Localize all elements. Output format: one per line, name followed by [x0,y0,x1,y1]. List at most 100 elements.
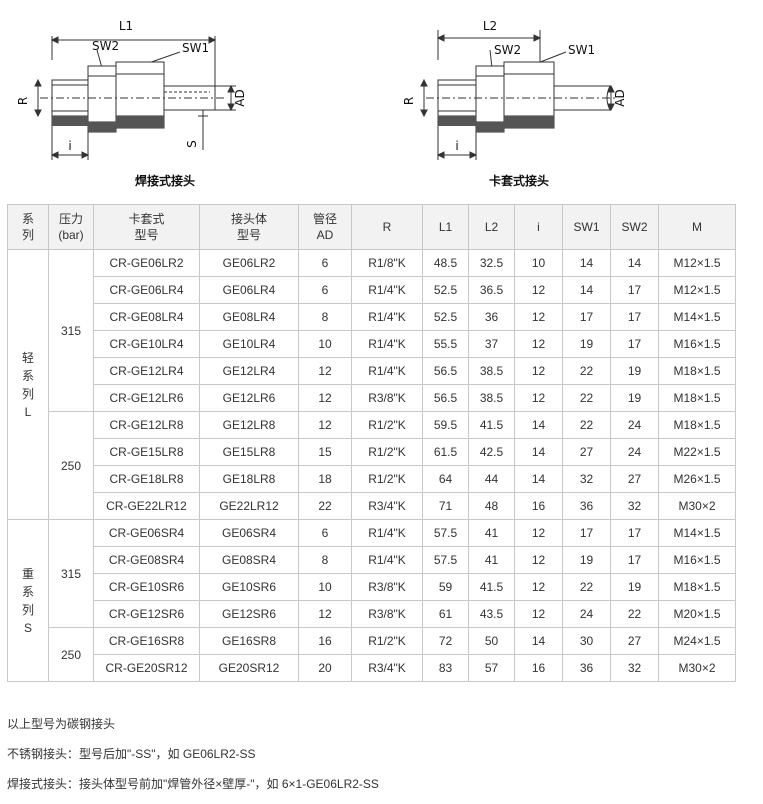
table-cell: 14 [514,465,563,493]
table-cell: CR-GE12LR6 [93,384,200,412]
header-cell: SW2 [610,204,659,250]
table-cell: GE08LR4 [199,303,299,331]
l2-label: L2 [483,19,497,33]
header-cell: L1 [422,204,469,250]
table-cell: R1/8"K [351,249,423,277]
r-label: R [402,97,416,105]
table-cell: 64 [422,465,469,493]
table-cell: 52.5 [422,303,469,331]
table-cell: 12 [514,303,563,331]
table-cell: CR-GE06LR4 [93,276,200,304]
table-cell: 14 [514,627,563,655]
table-cell: CR-GE12LR8 [93,411,200,439]
ferrule-fitting-drawing: L2 SW2 SW1 R AD i [402,19,627,160]
i-label: i [68,139,71,153]
header-text: i [537,220,540,234]
header-cell: SW1 [562,204,611,250]
welded-fitting-figure: L1 SW2 SW1 R AD i S [0,0,260,195]
table-cell: 41 [468,519,515,547]
table-cell: 19 [610,573,659,601]
table-cell: GE22LR12 [199,492,299,520]
series-text: 系 [21,368,34,383]
table-cell: 16 [298,627,352,655]
welded-fitting-caption: 焊接式接头 [135,174,196,188]
table-cell: M18×1.5 [658,573,736,601]
table-cell: M30×2 [658,654,736,682]
table-cell: 38.5 [468,357,515,385]
table-cell: 12 [514,384,563,412]
series-text: 列 [21,602,34,617]
table-cell: GE16SR8 [199,627,299,655]
table-cell: 20 [298,654,352,682]
table-cell: 59.5 [422,411,469,439]
table-cell: 56.5 [422,384,469,412]
series-text: 系 [21,584,34,599]
table-cell: 15 [298,438,352,466]
series-text: 轻 [21,350,34,365]
header-text: 列 [21,228,34,242]
table-cell: 19 [610,357,659,385]
table-cell: CR-GE16SR8 [93,627,200,655]
table-cell: 17 [562,303,611,331]
table-cell: 17 [562,519,611,547]
table-cell: CR-GE15LR8 [93,438,200,466]
table-cell: R3/8"K [351,573,423,601]
table-cell: GE06SR4 [199,519,299,547]
table-cell: 22 [610,600,659,628]
table-cell: 12 [298,411,352,439]
table-cell: CR-GE22LR12 [93,492,200,520]
table-cell: 59 [422,573,469,601]
table-cell: 36 [562,492,611,520]
table-cell: 22 [562,357,611,385]
table-cell: 8 [298,303,352,331]
series-text: S [23,620,32,635]
table-cell: 17 [610,276,659,304]
table-cell: 10 [514,249,563,277]
table-cell: 10 [298,573,352,601]
table-cell: M16×1.5 [658,546,736,574]
table-cell: 61 [422,600,469,628]
table-cell: 10 [298,330,352,358]
table-cell: 19 [562,546,611,574]
table-cell: GE12LR8 [199,411,299,439]
table-cell: 12 [514,600,563,628]
pressure-cell: 315 [48,519,94,628]
table-cell: M26×1.5 [658,465,736,493]
table-cell: R3/4"K [351,654,423,682]
welded-fitting-drawing: L1 SW2 SW1 R AD i S [16,19,247,160]
ferrule-fitting-caption: 卡套式接头 [489,174,550,188]
table-cell: 32 [562,465,611,493]
table-cell: 12 [298,384,352,412]
pressure-cell: 250 [48,411,94,520]
table-cell: 19 [610,384,659,412]
table-cell: 22 [562,384,611,412]
header-cell: 接头体型号 [199,204,299,250]
series-text: L [24,404,32,419]
table-cell: M12×1.5 [658,276,736,304]
table-cell: 17 [610,303,659,331]
table-cell: 61.5 [422,438,469,466]
table-cell: CR-GE08SR4 [93,546,200,574]
table-cell: M18×1.5 [658,411,736,439]
header-text: 卡套式 [128,212,165,226]
table-cell: M20×1.5 [658,600,736,628]
header-text: L2 [484,220,499,234]
table-cell: 12 [298,600,352,628]
header-text: L1 [438,220,453,234]
table-cell: 16 [514,654,563,682]
header-text: SW2 [621,220,648,234]
table-cell: R1/2"K [351,627,423,655]
table-cell: CR-GE18LR8 [93,465,200,493]
table-cell: 27 [562,438,611,466]
note-carbon-steel: 以上型号为碳钢接头 [7,717,116,731]
